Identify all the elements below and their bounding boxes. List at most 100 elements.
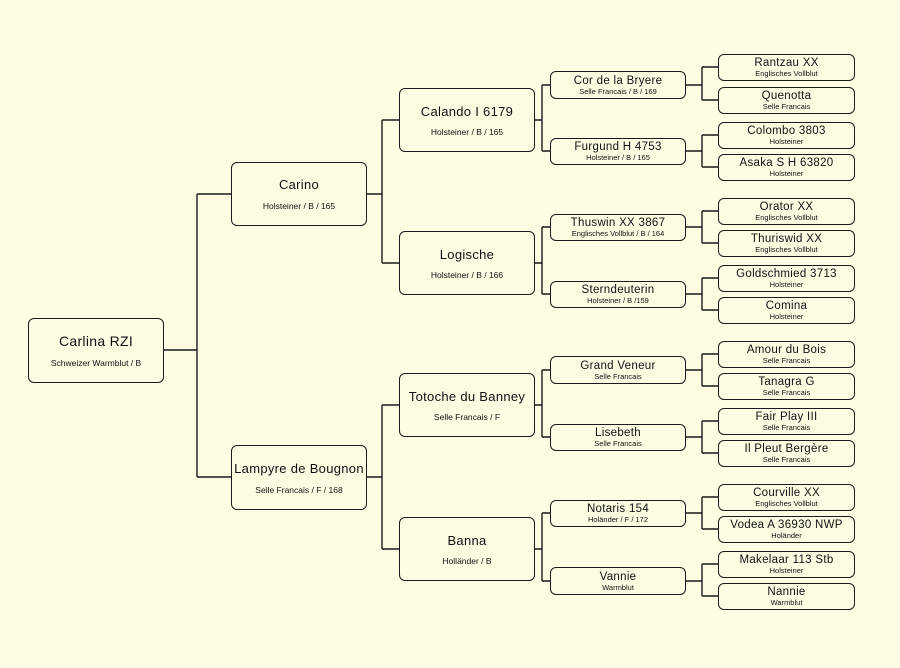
horse-carlina-rzi: Carlina RZI Schweizer Warmblut / B <box>28 318 164 383</box>
horse-dsdd: Il Pleut Bergère Selle Francais <box>718 440 855 467</box>
horse-info: Selle Francais <box>762 388 811 397</box>
connector-bracket <box>686 134 718 168</box>
horse-name: Thuswin XX 3867 <box>570 217 666 229</box>
horse-name: Rantzau XX <box>754 57 819 69</box>
horse-name: Sterndeuterin <box>581 284 655 296</box>
horse-sdds: Goldschmied 3713 Holsteiner <box>718 265 855 292</box>
horse-info: Selle Francais <box>762 423 811 432</box>
horse-dam-sire: Totoche du Banney Selle Francais / F <box>399 373 535 437</box>
horse-name: Il Pleut Bergère <box>744 443 829 455</box>
horse-info: Englisches Vollblut / B / 164 <box>571 229 665 238</box>
horse-info: Holsteiner <box>769 566 804 575</box>
horse-ddsd: Vodea A 36930 NWP Holänder <box>718 516 855 543</box>
horse-dsd: Lisebeth Selle Francais <box>550 424 686 451</box>
horse-sssd: Quenotta Selle Francais <box>718 87 855 114</box>
horse-info: Englisches Vollblut <box>755 245 818 254</box>
horse-sire-dam: Logische Holsteiner / B / 166 <box>399 231 535 295</box>
horse-sddd: Comina Holsteiner <box>718 297 855 324</box>
horse-name: Colombo 3803 <box>747 125 826 137</box>
horse-name: Notaris 154 <box>586 503 650 515</box>
horse-sire: Carino Holsteiner / B / 165 <box>231 162 367 226</box>
horse-info: Englisches Vollblut <box>755 499 818 508</box>
horse-ssss: Rantzau XX Englisches Vollblut <box>718 54 855 81</box>
horse-info: Selle Francais / F / 168 <box>255 484 343 495</box>
connector-bracket <box>367 404 399 550</box>
connector-bracket <box>686 66 718 101</box>
horse-info: Holsteiner / B /159 <box>587 296 649 305</box>
horse-name: Furgund H 4753 <box>574 141 662 153</box>
horse-info: Holsteiner / B / 165 <box>430 126 504 137</box>
horse-name: Vannie <box>599 570 637 583</box>
horse-sdd: Sterndeuterin Holsteiner / B /159 <box>550 281 686 308</box>
horse-name: Lampyre de Bougnon <box>234 460 364 476</box>
horse-name: Carino <box>278 177 320 192</box>
connector-bracket <box>535 369 550 438</box>
connector-bracket <box>367 119 399 264</box>
horse-info: Holsteiner <box>769 280 804 289</box>
horse-info: Holsteiner <box>769 312 804 321</box>
horse-dsds: Fair Play III Selle Francais <box>718 408 855 435</box>
horse-sss: Cor de la Bryere Selle Francais / B / 16… <box>550 71 686 99</box>
connector-bracket <box>535 512 550 582</box>
horse-ssdd: Asaka S H 63820 Holsteiner <box>718 154 855 181</box>
horse-info: Selle Francais <box>762 455 811 464</box>
horse-name: Quenotta <box>761 90 812 102</box>
connector-bracket <box>686 353 718 387</box>
horse-name: Tanagra G <box>758 376 815 388</box>
horse-name: Orator XX <box>759 201 814 213</box>
horse-dsss: Amour du Bois Selle Francais <box>718 341 855 368</box>
horse-info: Schweizer Warmblut / B <box>50 358 142 368</box>
horse-info: Holsteiner / B / 165 <box>586 153 650 162</box>
horse-ddss: Courville XX Englisches Vollblut <box>718 484 855 511</box>
horse-name: Amour du Bois <box>746 344 827 356</box>
horse-ssds: Colombo 3803 Holsteiner <box>718 122 855 149</box>
connector-bracket <box>164 193 231 478</box>
horse-info: Selle Francais / F <box>433 411 501 422</box>
horse-name: Asaka S H 63820 <box>739 157 834 169</box>
horse-name: Makelaar 113 Stb <box>739 554 834 566</box>
horse-name: Courville XX <box>753 487 820 499</box>
horse-name: Cor de la Bryere <box>573 74 663 87</box>
horse-ddds: Makelaar 113 Stb Holsteiner <box>718 551 855 578</box>
horse-name: Fair Play III <box>755 411 818 423</box>
horse-info: Holsteiner / B / 165 <box>262 201 336 211</box>
horse-dds: Notaris 154 Holänder / F / 172 <box>550 500 686 527</box>
horse-info: Selle Francais / B / 169 <box>579 86 657 96</box>
horse-info: Holsteiner / B / 166 <box>430 269 504 280</box>
horse-name: Lisebeth <box>595 427 641 439</box>
horse-info: Warmblut <box>602 582 634 592</box>
horse-name: Carlina RZI <box>58 333 134 349</box>
horse-dam: Lampyre de Bougnon Selle Francais / F / … <box>231 445 367 510</box>
horse-sds: Thuswin XX 3867 Englisches Vollblut / B … <box>550 214 686 241</box>
connector-bracket <box>686 277 718 311</box>
horse-dss: Grand Veneur Selle Francais <box>550 356 686 384</box>
horse-dam-dam: Banna Holländer / B <box>399 517 535 581</box>
horse-name: Vodea A 36930 NWP <box>730 519 843 531</box>
connector-bracket <box>535 84 550 152</box>
connector-bracket <box>686 563 718 597</box>
horse-sdss: Orator XX Englisches Vollblut <box>718 198 855 225</box>
connector-bracket <box>686 420 718 454</box>
horse-ssd: Furgund H 4753 Holsteiner / B / 165 <box>550 138 686 165</box>
horse-info: Selle Francais <box>594 371 642 381</box>
horse-info: Holänder / F / 172 <box>587 515 649 524</box>
horse-name: Totoche du Banney <box>408 388 526 404</box>
horse-info: Holänder <box>771 531 802 540</box>
connector-bracket <box>535 226 550 295</box>
horse-sire-sire: Calando I 6179 Holsteiner / B / 165 <box>399 88 535 152</box>
horse-ddd: Vannie Warmblut <box>550 567 686 595</box>
horse-name: Nannie <box>767 586 806 598</box>
horse-info: Warmblut <box>770 598 803 607</box>
horse-info: Holsteiner <box>769 169 804 178</box>
horse-info: Englisches Vollblut <box>755 69 818 78</box>
horse-name: Logische <box>439 246 495 262</box>
horse-name: Grand Veneur <box>580 359 656 372</box>
horse-dssd: Tanagra G Selle Francais <box>718 373 855 400</box>
horse-name: Goldschmied 3713 <box>736 268 837 280</box>
horse-dddd: Nannie Warmblut <box>718 583 855 610</box>
horse-name: Comina <box>765 300 808 312</box>
connector-bracket <box>686 210 718 244</box>
horse-sdsd: Thuriswid XX Englisches Vollblut <box>718 230 855 257</box>
horse-info: Selle Francais <box>594 439 642 448</box>
